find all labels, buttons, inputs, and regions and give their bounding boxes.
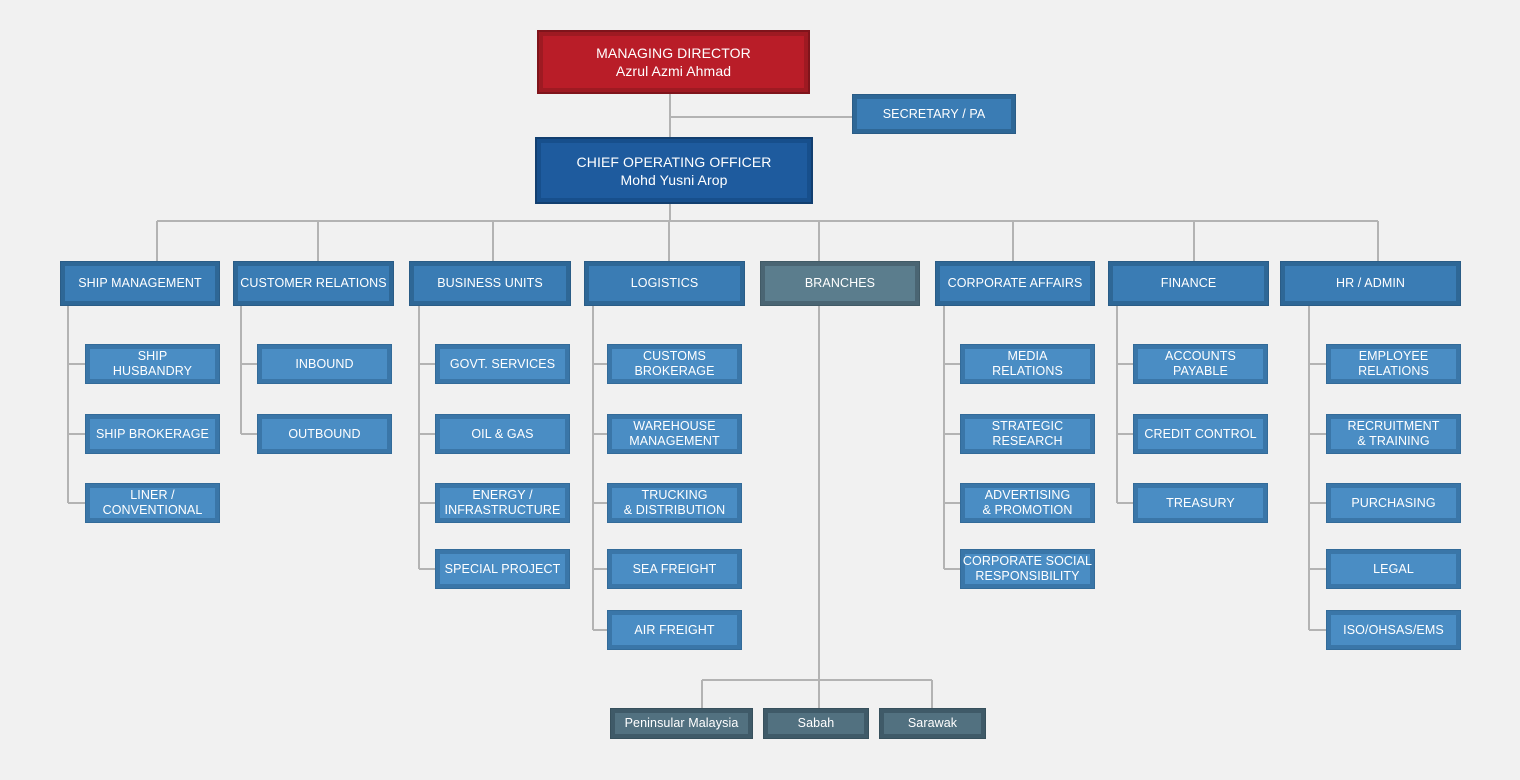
dept-hr-admin-label: HR / ADMIN [1335, 276, 1406, 290]
sub-unit-iso-ohsas-ems[interactable]: ISO/OHSAS/EMS [1326, 610, 1461, 650]
sub-unit-energy-infrastructure[interactable]: ENERGY / INFRASTRUCTURE [435, 483, 570, 523]
branch-sarawak-label: Sarawak [907, 716, 958, 730]
sub-unit-ship-brokerage[interactable]: SHIP BROKERAGE [85, 414, 220, 454]
sub-unit-outbound-label: OUTBOUND [288, 426, 361, 441]
sub-unit-iso-ohsas-ems-label: ISO/OHSAS/EMS [1343, 622, 1444, 637]
dept-logistics[interactable]: LOGISTICS [584, 261, 745, 306]
sub-unit-legal[interactable]: LEGAL [1326, 549, 1461, 589]
sub-unit-warehouse-management[interactable]: WAREHOUSE MANAGEMENT [607, 414, 742, 454]
sub-unit-outbound[interactable]: OUTBOUND [257, 414, 392, 454]
branch-sabah[interactable]: Sabah [763, 708, 869, 739]
secretary-box[interactable]: SECRETARY / PA [852, 94, 1016, 134]
sub-unit-corporate-social-responsibility-label: CORPORATE SOCIAL RESPONSIBILITY [962, 554, 1093, 583]
sub-unit-trucking-distribution[interactable]: TRUCKING & DISTRIBUTION [607, 483, 742, 523]
branch-sarawak[interactable]: Sarawak [879, 708, 986, 739]
sub-unit-inbound-label: INBOUND [295, 356, 354, 371]
sub-unit-sea-freight-label: SEA FREIGHT [632, 561, 717, 576]
sub-unit-corporate-social-responsibility[interactable]: CORPORATE SOCIAL RESPONSIBILITY [960, 549, 1095, 589]
dept-corporate-affairs-label: CORPORATE AFFAIRS [947, 276, 1083, 290]
sub-unit-ship-brokerage-label: SHIP BROKERAGE [95, 426, 209, 441]
sub-unit-oil-gas[interactable]: OIL & GAS [435, 414, 570, 454]
secretary-label: SECRETARY / PA [882, 106, 986, 121]
sub-unit-treasury-label: TREASURY [1166, 495, 1235, 510]
sub-unit-purchasing-label: PURCHASING [1351, 495, 1436, 510]
dept-branches-label: BRANCHES [804, 276, 876, 290]
dept-hr-admin[interactable]: HR / ADMIN [1280, 261, 1461, 306]
dept-branches[interactable]: BRANCHES [760, 261, 920, 306]
sub-unit-sea-freight[interactable]: SEA FREIGHT [607, 549, 742, 589]
sub-unit-employee-relations[interactable]: EMPLOYEE RELATIONS [1326, 344, 1461, 384]
sub-unit-strategic-research[interactable]: STRATEGIC RESEARCH [960, 414, 1095, 454]
sub-unit-govt-services-label: GOVT. SERVICES [449, 356, 556, 371]
branch-peninsular-malaysia-label: Peninsular Malaysia [624, 716, 739, 730]
sub-unit-recruitment-training-label: RECRUITMENT & TRAINING [1347, 419, 1440, 448]
dept-business-units-label: BUSINESS UNITS [437, 276, 543, 290]
sub-unit-treasury[interactable]: TREASURY [1133, 483, 1268, 523]
sub-unit-advertising-promotion[interactable]: ADVERTISING & PROMOTION [960, 483, 1095, 523]
sub-unit-special-project[interactable]: SPECIAL PROJECT [435, 549, 570, 589]
sub-unit-media-relations-label: MEDIA RELATIONS [992, 349, 1063, 378]
dept-customer-relations-label: CUSTOMER RELATIONS [240, 276, 387, 290]
sub-unit-inbound[interactable]: INBOUND [257, 344, 392, 384]
dept-finance[interactable]: FINANCE [1108, 261, 1269, 306]
sub-unit-trucking-distribution-label: TRUCKING & DISTRIBUTION [623, 488, 726, 517]
sub-unit-purchasing[interactable]: PURCHASING [1326, 483, 1461, 523]
sub-unit-air-freight-label: AIR FREIGHT [634, 622, 715, 637]
dept-customer-relations[interactable]: CUSTOMER RELATIONS [233, 261, 394, 306]
branch-peninsular-malaysia[interactable]: Peninsular Malaysia [610, 708, 753, 739]
sub-unit-customs-brokerage-label: CUSTOMS BROKERAGE [634, 349, 715, 378]
sub-unit-oil-gas-label: OIL & GAS [471, 426, 534, 441]
sub-unit-customs-brokerage[interactable]: CUSTOMS BROKERAGE [607, 344, 742, 384]
sub-unit-energy-infrastructure-label: ENERGY / INFRASTRUCTURE [444, 488, 561, 517]
dept-ship-management-label: SHIP MANAGEMENT [78, 276, 202, 290]
managing-director-title: MANAGING DIRECTOR [596, 45, 751, 61]
dept-corporate-affairs[interactable]: CORPORATE AFFAIRS [935, 261, 1095, 306]
managing-director-box[interactable]: MANAGING DIRECTOR Azrul Azmi Ahmad [537, 30, 810, 94]
sub-unit-air-freight[interactable]: AIR FREIGHT [607, 610, 742, 650]
sub-unit-strategic-research-label: STRATEGIC RESEARCH [991, 419, 1064, 448]
sub-unit-employee-relations-label: EMPLOYEE RELATIONS [1358, 349, 1429, 378]
sub-unit-liner-conventional-label: LINER / CONVENTIONAL [102, 488, 203, 517]
sub-unit-credit-control[interactable]: CREDIT CONTROL [1133, 414, 1268, 454]
sub-unit-legal-label: LEGAL [1373, 561, 1414, 576]
sub-unit-liner-conventional[interactable]: LINER / CONVENTIONAL [85, 483, 220, 523]
sub-unit-recruitment-training[interactable]: RECRUITMENT & TRAINING [1326, 414, 1461, 454]
sub-unit-govt-services[interactable]: GOVT. SERVICES [435, 344, 570, 384]
dept-finance-label: FINANCE [1160, 276, 1217, 290]
coo-title: CHIEF OPERATING OFFICER [576, 153, 772, 170]
dept-business-units[interactable]: BUSINESS UNITS [409, 261, 571, 306]
sub-unit-special-project-label: SPECIAL PROJECT [444, 561, 561, 576]
sub-unit-media-relations[interactable]: MEDIA RELATIONS [960, 344, 1095, 384]
sub-unit-ship-husbandry[interactable]: SHIP HUSBANDRY [85, 344, 220, 384]
sub-unit-credit-control-label: CREDIT CONTROL [1144, 426, 1257, 441]
dept-ship-management[interactable]: SHIP MANAGEMENT [60, 261, 220, 306]
sub-unit-advertising-promotion-label: ADVERTISING & PROMOTION [982, 488, 1073, 517]
coo-name: Mohd Yusni Arop [620, 171, 728, 188]
sub-unit-warehouse-management-label: WAREHOUSE MANAGEMENT [629, 419, 720, 448]
sub-unit-accounts-payable[interactable]: ACCOUNTS PAYABLE [1133, 344, 1268, 384]
sub-unit-accounts-payable-label: ACCOUNTS PAYABLE [1165, 349, 1236, 378]
sub-unit-ship-husbandry-label: SHIP HUSBANDRY [112, 349, 193, 378]
dept-logistics-label: LOGISTICS [630, 276, 699, 290]
managing-director-name: Azrul Azmi Ahmad [615, 63, 732, 79]
branch-sabah-label: Sabah [797, 716, 835, 730]
